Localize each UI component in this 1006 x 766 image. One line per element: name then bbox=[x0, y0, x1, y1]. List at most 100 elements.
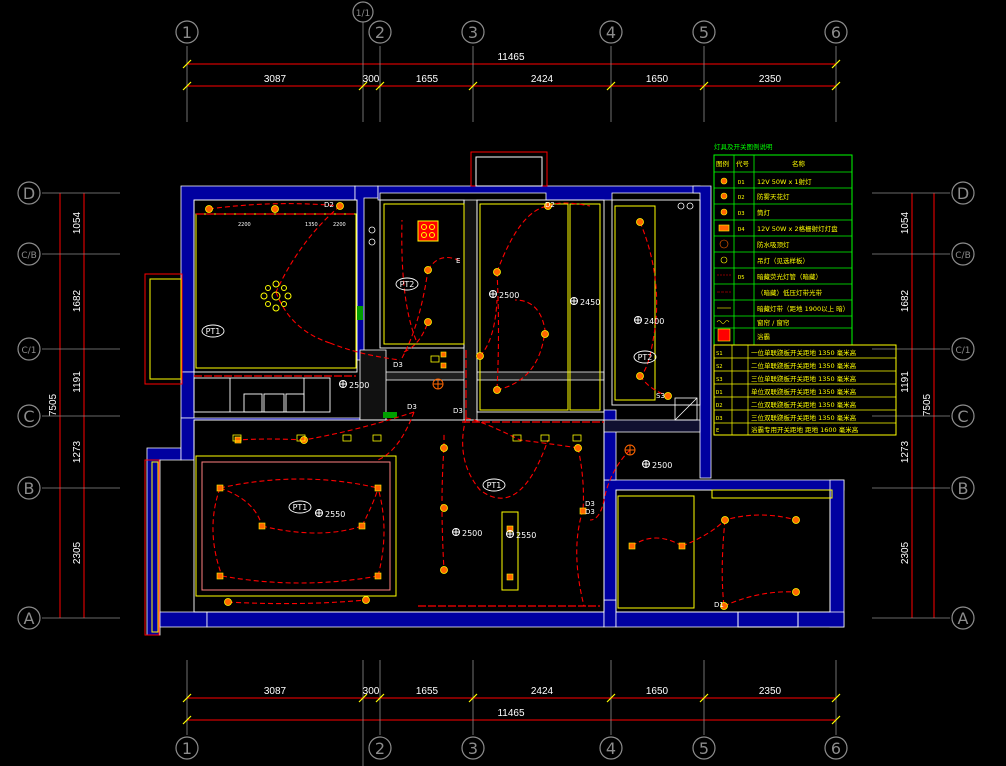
legend-name: 防水吸顶灯 bbox=[757, 240, 790, 249]
legend-name: 吊灯（见选样板） bbox=[757, 256, 809, 265]
axis-left-c: C bbox=[23, 407, 34, 426]
axis-bottom-5: 5 bbox=[699, 739, 709, 758]
legend-name: 浴霸 bbox=[757, 332, 770, 341]
switch-name: 三位单联跷板开关距地 1350 毫米高 bbox=[751, 374, 857, 383]
legend-code: D1 bbox=[738, 180, 745, 186]
tag-d1: D1 bbox=[714, 601, 724, 609]
wiring bbox=[208, 202, 797, 607]
legend-name: 防雾天花灯 bbox=[757, 192, 790, 201]
switch-code: E bbox=[716, 428, 719, 434]
dimension-lines bbox=[59, 63, 935, 721]
chandelier-icon bbox=[260, 280, 292, 312]
height-label: 2550 bbox=[325, 510, 345, 519]
switch-symbols bbox=[232, 355, 582, 442]
ceiling-marks: 2200 1350 2200 bbox=[238, 222, 346, 228]
legend-header-symbol: 图例 bbox=[716, 159, 729, 168]
lamps bbox=[205, 202, 800, 610]
dim-left-total: 7505 bbox=[48, 393, 59, 416]
axis-labels-top: 1 1/1 2 3 4 5 6 bbox=[182, 9, 841, 42]
height-marker: 2500 bbox=[452, 528, 482, 538]
switch-code: D3 bbox=[716, 416, 723, 422]
height-label: 2500 bbox=[349, 381, 369, 390]
switch-name: 二位单联跷板开关距地 1350 毫米高 bbox=[751, 361, 857, 370]
height-marker: 2550 bbox=[506, 530, 536, 540]
right-dimensions: 1054 1682 1191 1273 2305 7505 bbox=[900, 211, 933, 564]
ceiling-edge-lines bbox=[194, 213, 604, 607]
switch-code: S2 bbox=[716, 364, 723, 370]
axis-right-cb: C/B bbox=[955, 251, 971, 261]
lamp-d3 bbox=[541, 330, 549, 338]
legend-header-code: 代号 bbox=[736, 159, 750, 168]
legend-code: D2 bbox=[738, 195, 745, 201]
lamp-d3 bbox=[300, 436, 308, 444]
legend-switch-rows: S1 一位单联跷板开关距地 1350 毫米高 S2 二位单联跷板开关距地 135… bbox=[716, 348, 859, 434]
lamp-d3 bbox=[271, 205, 279, 213]
legend-code: D5 bbox=[738, 275, 745, 281]
dim-top-6: 2350 bbox=[759, 74, 782, 85]
switch-name: 浴霸专用开关距地 距地 1600 毫米高 bbox=[751, 425, 859, 434]
height-label: 2400 bbox=[644, 317, 664, 326]
height-marker: 2550 bbox=[315, 509, 345, 519]
dim-top-3: 1655 bbox=[416, 74, 439, 85]
height-marker: 2500 bbox=[489, 290, 519, 300]
dim-left-4: 1273 bbox=[72, 440, 83, 463]
axis-bottom-6: 6 bbox=[831, 739, 841, 758]
pt-tag-labels: PT1 PT2 PT2 PT1 PT1 bbox=[206, 280, 653, 512]
dim-left-1: 1054 bbox=[72, 211, 83, 234]
tag-d2: D2 bbox=[545, 201, 555, 209]
dim-bottom-5: 1650 bbox=[646, 686, 669, 697]
ceiling-mark: 2200 bbox=[333, 222, 346, 228]
lamp-d3 bbox=[721, 516, 729, 524]
legend-name: 筒灯 bbox=[757, 208, 771, 217]
ceiling-lamps bbox=[432, 378, 636, 456]
dimension-ticks bbox=[182, 59, 841, 725]
switch-code: S1 bbox=[716, 351, 723, 357]
dim-right-2: 1682 bbox=[900, 289, 911, 312]
dim-left-3: 1191 bbox=[72, 371, 83, 393]
height-marker: 2500 bbox=[642, 460, 672, 470]
axis-top-5: 5 bbox=[699, 23, 709, 42]
lamp-d3 bbox=[362, 596, 370, 604]
spot-lamps bbox=[216, 351, 686, 581]
dim-right-total: 7505 bbox=[922, 393, 933, 416]
switch-code: S3 bbox=[716, 377, 723, 383]
switch-code: D1 bbox=[716, 390, 723, 396]
switch-name: 单位双联跷板开关距地 1350 毫米高 bbox=[751, 387, 857, 396]
lamp-d3 bbox=[476, 352, 484, 360]
axis-labels-left: D C/B C/1 C B A bbox=[21, 184, 37, 628]
lamp-d3 bbox=[720, 602, 728, 610]
bath-heater-icon bbox=[417, 220, 439, 242]
legend-code: D3 bbox=[738, 211, 745, 217]
dim-bottom-1: 3087 bbox=[264, 686, 287, 697]
height-marker: 2500 bbox=[339, 380, 369, 390]
dim-right-1: 1054 bbox=[900, 211, 911, 234]
legend-name: 暗藏灯带（距地 1900以上 暗） bbox=[757, 304, 849, 313]
axis-labels-right: D C/B C/1 C B A bbox=[955, 184, 971, 628]
kitchen-cabinets bbox=[193, 377, 331, 413]
axis-bubbles-right bbox=[951, 181, 975, 630]
tag-d3: D3 bbox=[393, 361, 403, 369]
tag-pt2: PT2 bbox=[400, 280, 415, 289]
tag-pt1: PT1 bbox=[293, 503, 308, 512]
tag-d3: D3 bbox=[453, 407, 463, 415]
room-outlines bbox=[193, 199, 831, 613]
legend-title: 灯具及开关图例说明 bbox=[714, 142, 773, 151]
axis-labels-bottom: 1 2 3 4 5 6 bbox=[182, 739, 841, 758]
height-label: 2450 bbox=[580, 298, 600, 307]
axis-top-3: 3 bbox=[468, 23, 478, 42]
tag-d3: D3 bbox=[585, 500, 595, 508]
bottom-dimensions: 3087 300 1655 2424 1650 2350 11465 bbox=[264, 686, 782, 719]
legend-rows: D1 12V 50W x 1射灯 D2 防雾天花灯 D3 筒灯 D4 12V 5… bbox=[738, 177, 849, 341]
tag-d3: D3 bbox=[585, 508, 595, 516]
axis-right-b: B bbox=[958, 479, 969, 498]
legend: 灯具及开关图例说明 图例 代号 名称 D1 12V bbox=[713, 142, 897, 436]
dim-bottom-3: 1655 bbox=[416, 686, 439, 697]
lamp-d3 bbox=[493, 386, 501, 394]
axis-bottom-2: 2 bbox=[375, 739, 385, 758]
dim-bottom-4: 2424 bbox=[531, 686, 554, 697]
switch-name: 一位单联跷板开关距地 1350 毫米高 bbox=[751, 348, 857, 357]
switch-name: 二位双联跷板开关距地 1350 毫米高 bbox=[751, 400, 857, 409]
lamp-d3 bbox=[424, 318, 432, 326]
lamp-d3 bbox=[440, 566, 448, 574]
